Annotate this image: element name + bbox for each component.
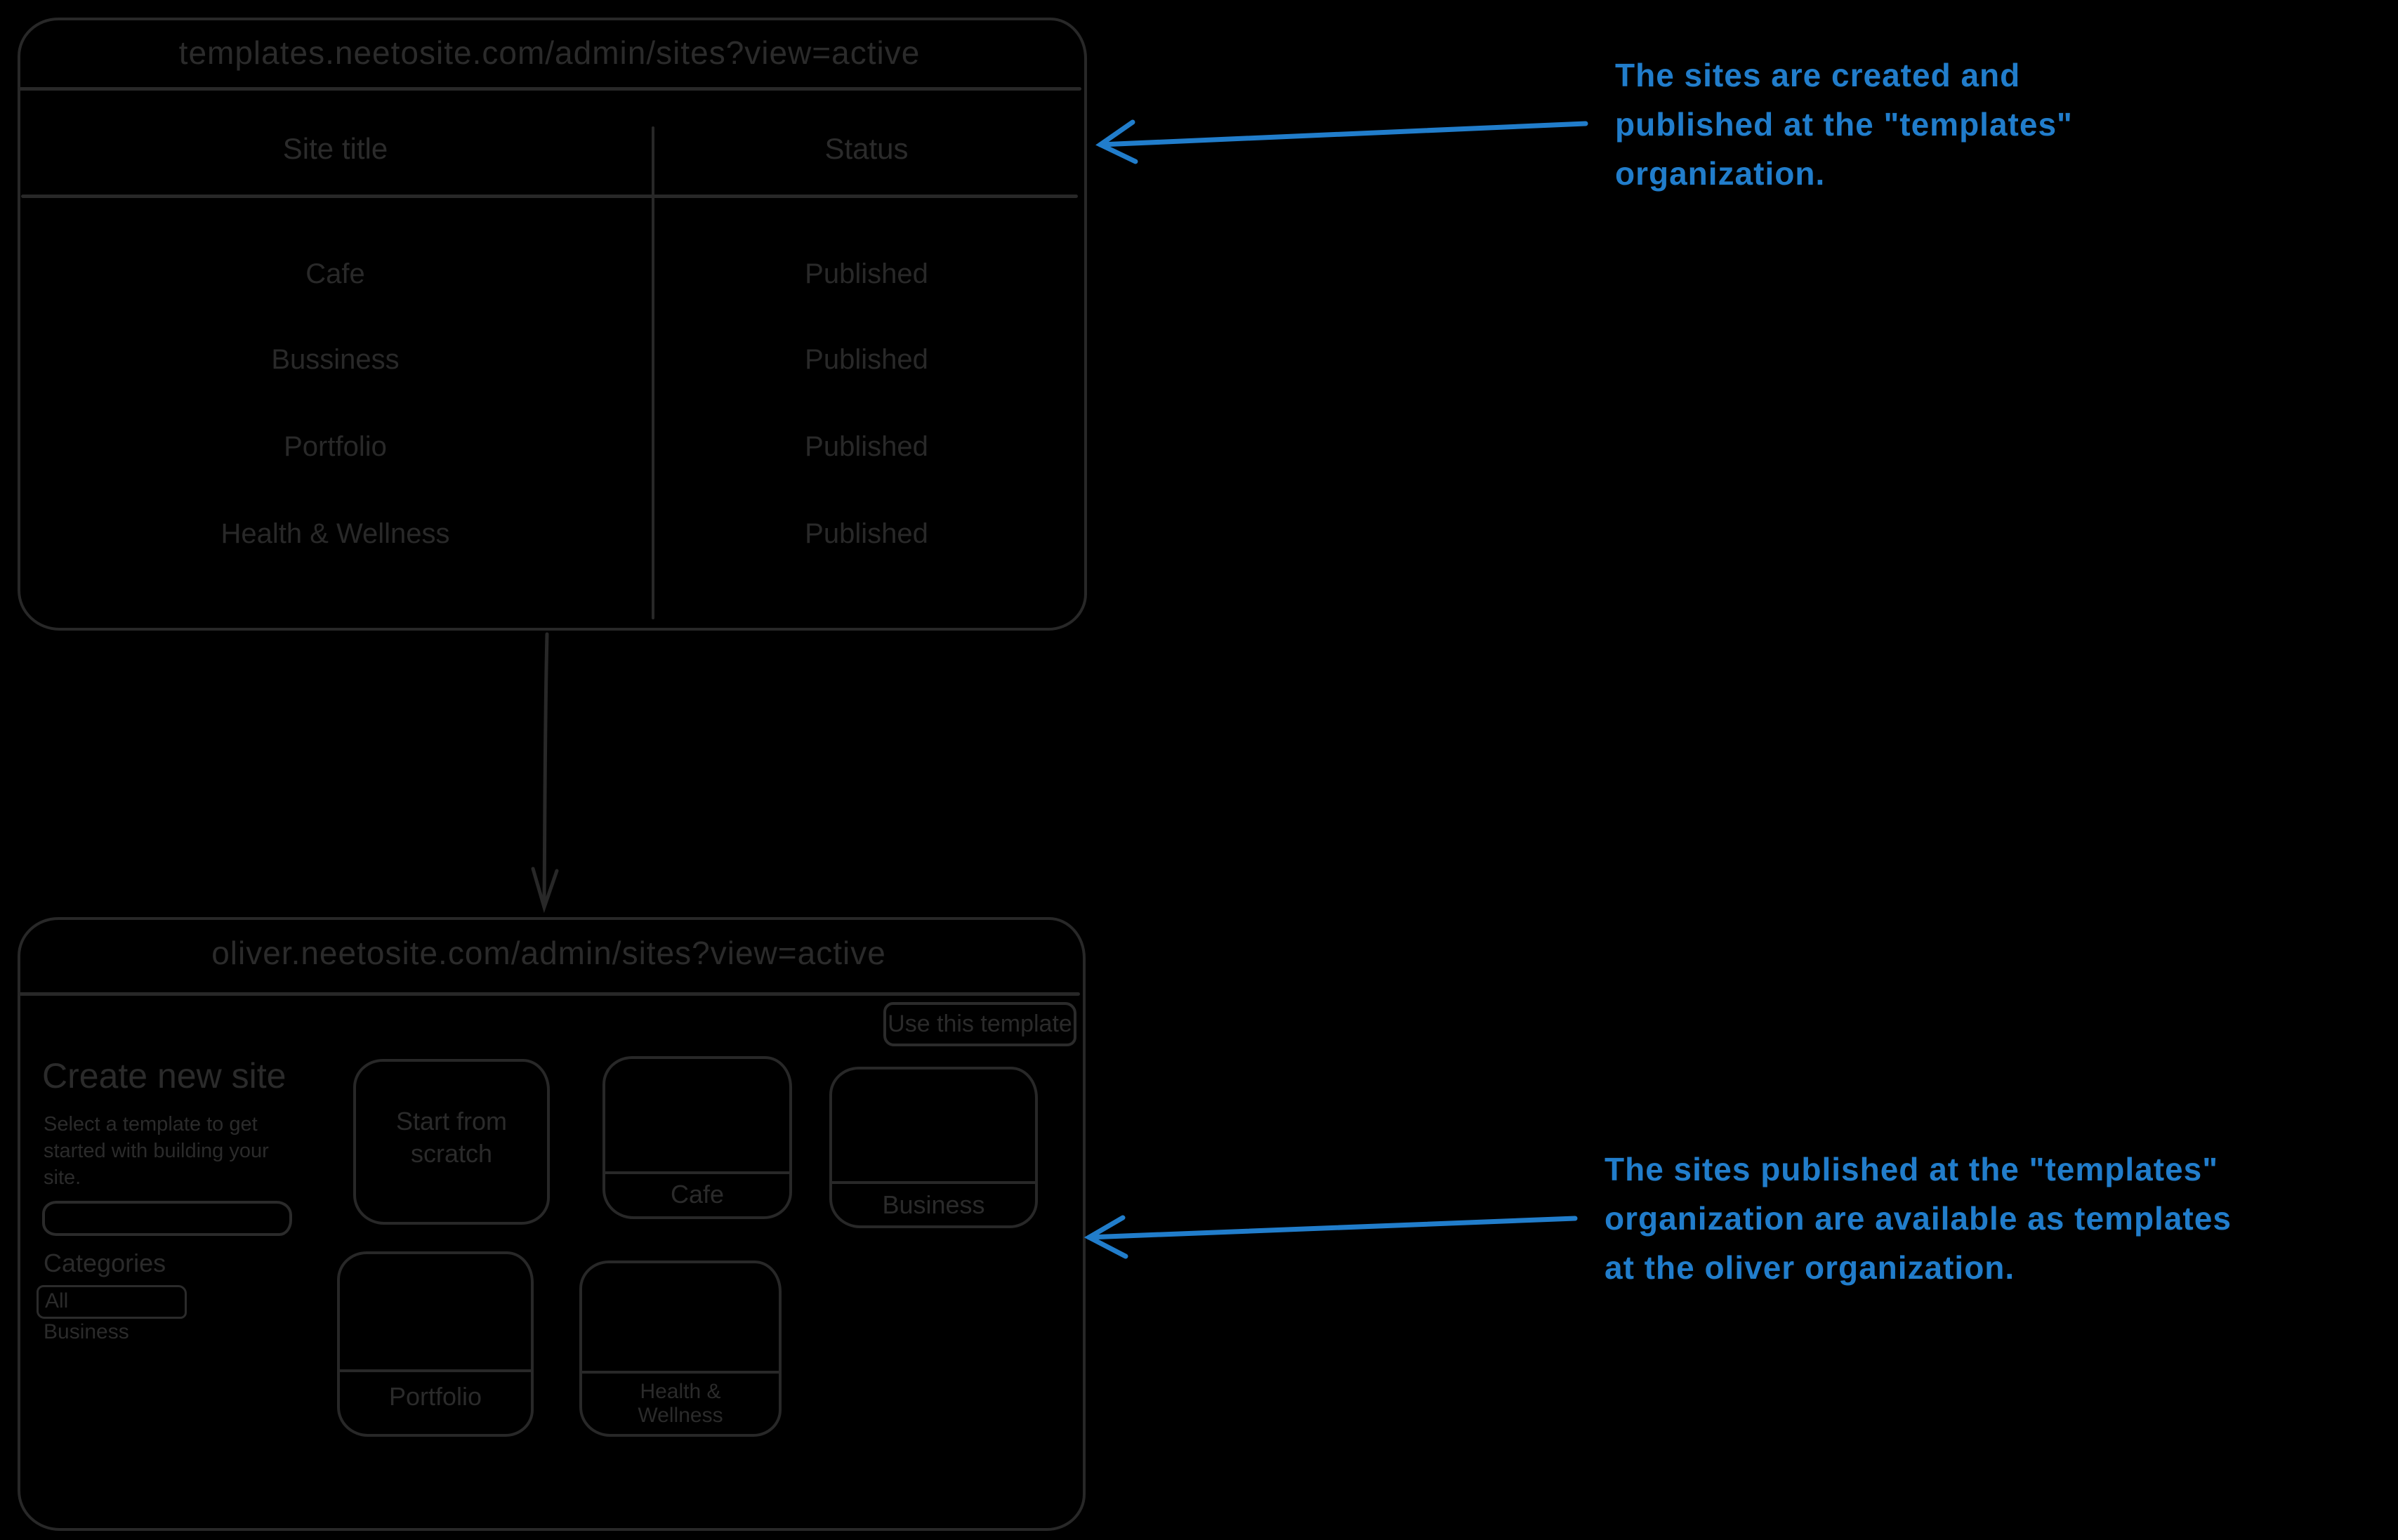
- annotation-line: published at the "templates": [1615, 106, 2073, 143]
- annotation-line: organization.: [1615, 155, 1826, 192]
- card-label-divider: [832, 1181, 1035, 1184]
- table-column-divider: [652, 126, 654, 619]
- card-label-divider: [582, 1371, 779, 1374]
- categories-label: Categories: [44, 1249, 166, 1277]
- card-label: Start from scratch: [395, 1107, 508, 1168]
- template-card-portfolio[interactable]: Portfolio: [337, 1251, 534, 1437]
- template-card-business[interactable]: Business: [829, 1067, 1038, 1228]
- arrow-left-bottom-icon: [1083, 1215, 1578, 1259]
- card-label: Cafe: [670, 1180, 725, 1209]
- card-label-divider: [605, 1171, 789, 1174]
- table-row-cell: Published: [805, 518, 928, 549]
- table-row-cell: Published: [805, 344, 928, 375]
- annotation-line: The sites are created and: [1615, 57, 2021, 93]
- table-row-cell: Cafe: [305, 258, 365, 289]
- table-row-cell: Published: [805, 258, 928, 289]
- arrow-down-icon: [531, 632, 559, 914]
- arrow-left-top-icon: [1095, 119, 1588, 164]
- oliver-url-bar-divider: [18, 992, 1080, 996]
- template-search-input[interactable]: [42, 1201, 292, 1236]
- url-bar-divider: [18, 87, 1081, 91]
- annotation-oliver-org: The sites published at the "templates" o…: [1605, 1145, 2232, 1292]
- table-row-cell: Portfolio: [284, 431, 387, 462]
- table-row-cell: Published: [805, 431, 928, 462]
- annotation-line: at the oliver organization.: [1605, 1249, 2015, 1286]
- template-card-start-from-scratch[interactable]: Start from scratch: [353, 1059, 550, 1225]
- annotation-line: organization are available as templates: [1605, 1200, 2232, 1237]
- table-row-cell: Health & Wellness: [220, 518, 450, 549]
- template-card-health-wellness[interactable]: Health & Wellness: [579, 1261, 782, 1437]
- card-label-divider: [340, 1369, 531, 1372]
- table-header-underline: [21, 195, 1078, 198]
- create-new-site-title: Create new site: [42, 1056, 286, 1095]
- column-header-site-title: Site title: [282, 132, 388, 165]
- create-site-subtitle: Select a template to get started with bu…: [44, 1113, 269, 1189]
- column-header-status: Status: [824, 132, 909, 165]
- use-this-template-button[interactable]: Use this template: [883, 1002, 1076, 1046]
- category-option-business[interactable]: Business: [44, 1320, 129, 1343]
- templates-url-bar: templates.neetosite.com/admin/sites?view…: [178, 34, 921, 71]
- category-select[interactable]: [37, 1285, 187, 1319]
- templates-browser-window: [18, 18, 1087, 631]
- card-label: Business: [882, 1190, 985, 1219]
- category-selected-value: All: [45, 1289, 69, 1312]
- oliver-url-bar: oliver.neetosite.com/admin/sites?view=ac…: [211, 935, 886, 971]
- card-label: Portfolio: [388, 1382, 482, 1411]
- annotation-templates-org: The sites are created and published at t…: [1615, 51, 2073, 198]
- table-row-cell: Bussiness: [271, 344, 400, 375]
- annotation-line: The sites published at the "templates": [1605, 1151, 2219, 1187]
- template-card-cafe[interactable]: Cafe: [602, 1056, 792, 1219]
- card-label: Health & Wellness: [638, 1380, 723, 1427]
